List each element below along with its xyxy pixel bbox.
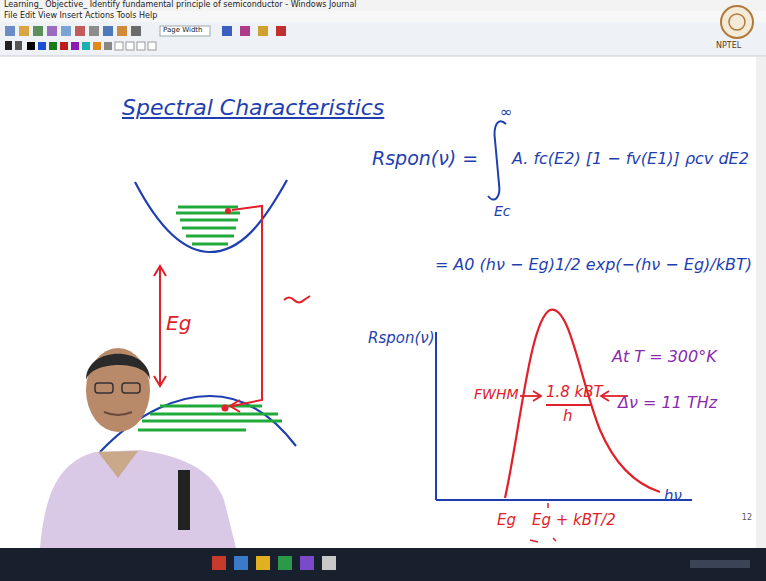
electron [225, 208, 231, 214]
integral-lower-limit: Ec [494, 204, 511, 219]
title-bar [0, 0, 766, 11]
filled-states [138, 406, 282, 430]
gap-arrow [154, 266, 166, 386]
presenter [40, 348, 236, 548]
peak-tick-label: Eg + kBT/2 [532, 512, 616, 529]
slide-title: Spectral Characteristics [122, 96, 384, 120]
integral-sign [488, 121, 506, 199]
toolbar-border [0, 56, 766, 57]
axis-tick-label: Eg [497, 512, 516, 529]
conduction-band [135, 180, 287, 252]
recombination-arrow [230, 206, 310, 412]
equation-result: = A0 (hν − Eg)1/2 exp(−(hν − Eg)/kBT) [435, 256, 752, 274]
equation-lhs: Rspon(ν) = [372, 148, 478, 169]
page-number: 12 [742, 514, 752, 523]
scroll-bar [756, 57, 766, 548]
integrand: A. fc(E2) [1 − fv(E1)] ρcv dE2 [512, 150, 749, 168]
integral-upper-limit: ∞ [500, 104, 513, 121]
filled-states [176, 207, 240, 244]
toolbar [0, 22, 766, 56]
fwhm-label: FWHM [474, 387, 519, 402]
bandwidth-note: Δν = 11 THz [618, 394, 717, 412]
window-title: Learning_ Objective_ Identify fundamenta… [4, 1, 357, 10]
menu-items: File Edit View Insert Actions Tools Help [4, 12, 157, 21]
nptel-logo [721, 6, 753, 38]
gap-label: Eg [166, 312, 191, 334]
menu-bar [0, 11, 766, 22]
taskbar [0, 548, 766, 581]
axis-label: Rspon(ν) [368, 330, 435, 347]
axis-label: hν [664, 488, 682, 505]
hole [222, 405, 229, 412]
fwhm-value: 1.8 kBT [546, 384, 603, 401]
zoom-selector: Page Width [163, 27, 203, 35]
temperature-note: At T = 300°K [612, 348, 717, 366]
fwhm-denominator: h [563, 408, 573, 425]
logo-text: NPTEL [716, 42, 741, 51]
taskbar-icons [212, 556, 750, 570]
toolbar-icons [5, 26, 286, 50]
